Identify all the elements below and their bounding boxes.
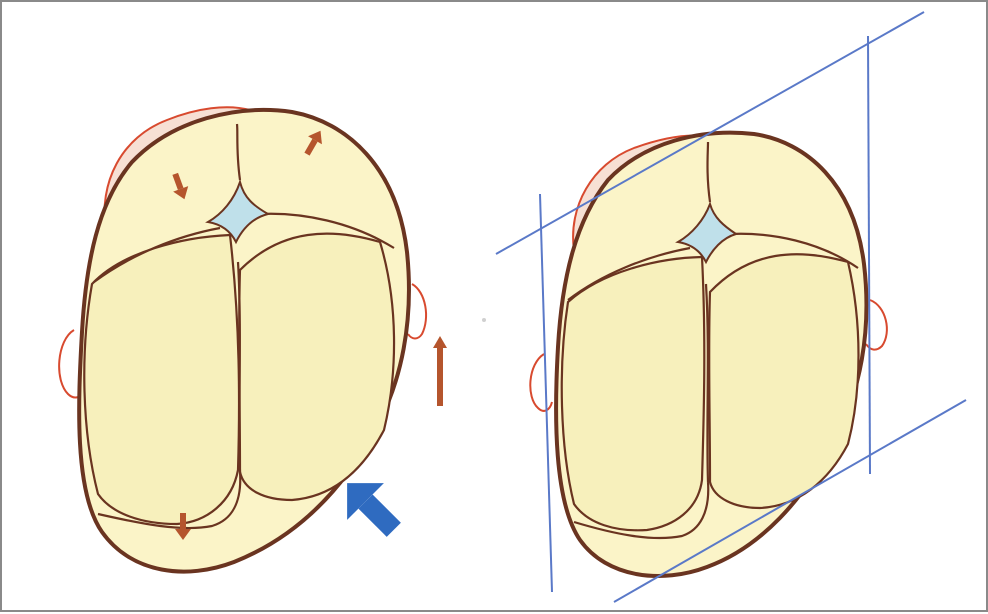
stray-dot (482, 318, 486, 322)
right-parietal-bone (239, 234, 394, 500)
left-skull-panel (59, 107, 447, 571)
left-ear (530, 354, 552, 411)
right-parietal-bone (709, 254, 858, 508)
guide-line-right (868, 36, 870, 474)
left-parietal-bone (562, 257, 705, 530)
left-parietal-bone (84, 235, 239, 524)
arrow-up-right-side (433, 336, 447, 406)
right-skull-panel (496, 12, 966, 602)
